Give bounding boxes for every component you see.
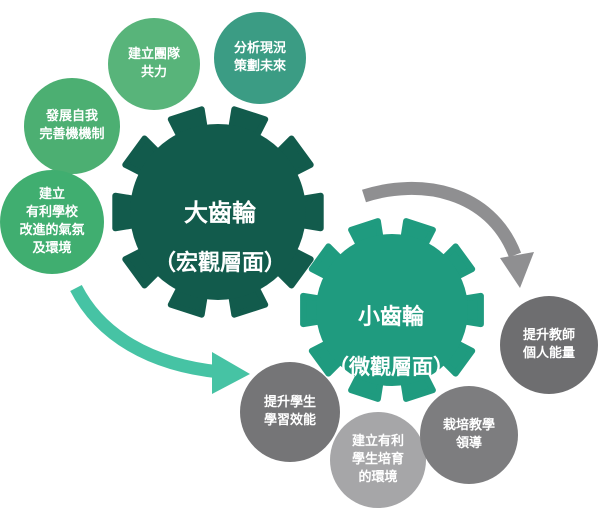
analyze-plan-label: 分析現況 策劃未來 xyxy=(233,41,286,74)
grey-arrow-head xyxy=(500,252,534,288)
big-gear-shape xyxy=(112,106,324,318)
self-improvement-circle: 發展自我 完善機機制 xyxy=(24,78,120,174)
big-gear-title: 大齒輪 xyxy=(184,199,256,227)
teacher-capacity-circle: 提升教師 個人能量 xyxy=(500,296,598,394)
analyze-plan-circle: 分析現況 策劃未來 xyxy=(214,12,306,104)
student-learning-circle: 提升學生 學習效能 xyxy=(240,362,340,462)
team-building-label: 建立團隊 共力 xyxy=(127,47,180,80)
teal-arrow-head xyxy=(212,352,250,394)
self-improvement-label: 發展自我 完善機機制 xyxy=(39,109,105,142)
teacher-capacity-label: 提升教師 個人能量 xyxy=(522,328,575,361)
smallGear-body xyxy=(316,234,468,386)
small-gear-title: 小齒輪 xyxy=(357,305,424,330)
school-atmosphere-label: 建立 有利學校 改進的氣氛 及環境 xyxy=(19,187,85,256)
grey-curved-arrow xyxy=(362,181,522,258)
student-learning-label: 提升學生 學習效能 xyxy=(263,395,316,428)
big-gear-subtitle: （宏觀層面） xyxy=(153,251,286,276)
nurturing-environment-circle: 建立有利 學生培育 的環境 xyxy=(330,412,426,508)
school-atmosphere-circle: 建立 有利學校 改進的氣氛 及環境 xyxy=(0,170,104,274)
teaching-leadership-circle: 栽培教學 領導 xyxy=(420,386,518,484)
bigGear-body xyxy=(130,124,306,300)
small-gear-subtitle: （微觀層面） xyxy=(328,355,454,379)
nurturing-environment-label: 建立有利 學生培育 的環境 xyxy=(351,434,404,485)
teaching-leadership-label: 栽培教學 領導 xyxy=(442,418,495,451)
teal-curved-arrow xyxy=(70,284,221,379)
small-gear-label: 小齒輪 （微觀層面） xyxy=(316,284,466,401)
big-gear-label: 大齒輪 （宏觀層面） xyxy=(140,178,300,299)
small-gear-shape xyxy=(300,218,484,402)
team-building-circle: 建立團隊 共力 xyxy=(108,18,200,110)
